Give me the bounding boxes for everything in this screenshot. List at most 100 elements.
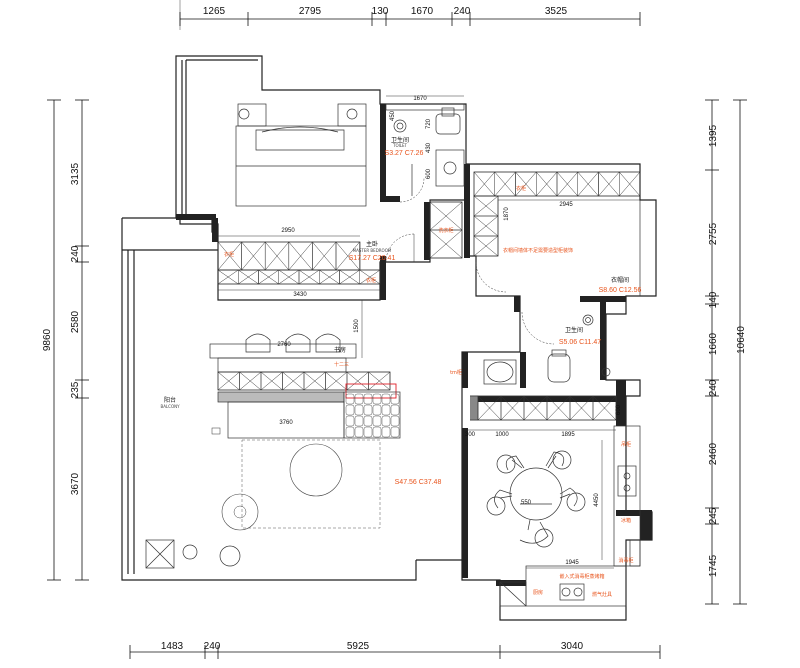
cabinet-cross <box>335 241 360 271</box>
dim-1000: 1000 <box>495 432 509 438</box>
right-total-dim: 10640 <box>736 326 747 354</box>
dim-4450: 4450 <box>594 493 600 507</box>
sink-label: 厨房 <box>533 589 543 596</box>
cabinet-cell <box>473 235 499 257</box>
dim-3760: 3760 <box>279 420 293 426</box>
right-dim-6: 2460 <box>708 442 719 465</box>
cabinet-cross <box>619 171 641 197</box>
right-dim-8: 1745 <box>708 554 719 577</box>
cabinet-cross <box>298 269 320 285</box>
cabinet-cross <box>429 201 463 231</box>
bath2-name: 卫生间 <box>565 326 583 334</box>
cabinet-cross <box>288 241 313 271</box>
sofa-cushion <box>390 393 400 405</box>
bottom-dimension-line <box>129 645 661 659</box>
left-dim-2: 240 <box>70 245 81 262</box>
cabinet-cross <box>346 371 369 391</box>
corridor-cab-note: 洗衣柜 <box>438 227 453 234</box>
top-dim-5: 240 <box>454 6 471 17</box>
right-dim-4: 1660 <box>708 332 719 355</box>
cabinet-cross <box>515 171 537 197</box>
dim-720: 720 <box>426 118 432 129</box>
cabinet-cross <box>312 241 337 271</box>
cabinet-cross <box>238 269 259 285</box>
sofa-cushion <box>363 393 373 405</box>
bath1-area: S3.27 C7.26 <box>385 150 424 157</box>
wardrobe-cross-marks <box>217 241 381 285</box>
kitchen-note-c: 消毒柜 <box>618 557 633 564</box>
master-tv-note: 衣柜 <box>366 277 376 284</box>
sofa-cushion <box>345 393 355 405</box>
master-door-swing <box>385 233 415 263</box>
top-dim-4: 1670 <box>411 6 434 17</box>
sofa-cushion <box>390 404 400 416</box>
bottom-dim-2: 240 <box>204 641 221 652</box>
cabinet-cross <box>577 171 599 197</box>
bath1-door-swing <box>399 177 425 203</box>
exterior-walls <box>121 55 657 621</box>
cabinet-cross <box>265 241 289 271</box>
cabinet-cross <box>473 235 499 257</box>
bath1-fixtures <box>385 103 465 196</box>
left-dimension-line <box>47 99 89 581</box>
right-dimension-line <box>705 99 747 605</box>
round-stool-inner <box>233 505 247 519</box>
cloak-name: 衣帽间 <box>611 276 629 284</box>
cabinet-cross <box>258 269 279 285</box>
cabinet-cross <box>278 269 300 285</box>
sofa-cushion <box>345 415 355 427</box>
dim-300: 300 <box>465 432 476 438</box>
dim-1945: 1945 <box>565 560 579 566</box>
bottom-dim-3: 5925 <box>347 641 370 652</box>
living-area: S47.56 C37.48 <box>395 479 442 486</box>
right-dim-3: 140 <box>708 291 719 308</box>
sofa-cushion <box>354 426 364 438</box>
dim-2760: 2760 <box>277 342 291 348</box>
sofa-cushion <box>381 393 391 405</box>
right-dim-2: 2755 <box>708 222 719 245</box>
sofa-cushion <box>381 404 391 416</box>
kitchen-note-a: 吊柜 <box>621 441 631 448</box>
sofa-cushion <box>363 415 373 427</box>
bath2-area: S5.06 C11.47 <box>559 339 601 346</box>
cabinet-cross <box>536 171 558 197</box>
stove-label: 燃气灶具 <box>592 591 612 598</box>
desk-cross-marks <box>217 371 391 391</box>
cabinet-cross <box>217 269 239 285</box>
cabinet-cell <box>359 269 381 285</box>
round-stool <box>221 493 259 531</box>
master-room-area: S17.27 C20.41 <box>349 255 396 262</box>
left-dim-5: 3670 <box>70 472 81 495</box>
left-dim-1: 3135 <box>70 162 81 185</box>
dim-450-a: 450 <box>390 110 396 121</box>
cloak-area: S8.60 C12.56 <box>599 287 642 294</box>
right-dim-5: 240 <box>708 379 719 396</box>
dim-430: 430 <box>426 142 432 153</box>
cabinet-cross <box>368 371 391 391</box>
sofa-cushion <box>354 415 364 427</box>
cloak-note: 衣帽间墙体不足需要造型柜装饰 <box>503 247 573 254</box>
balcony-fixtures <box>145 539 241 569</box>
cabinet-cross <box>217 371 240 391</box>
top-dim-6: 3525 <box>545 6 568 17</box>
sofa-cushion <box>372 426 382 438</box>
cabinet-cross <box>473 215 499 237</box>
master-bed <box>235 103 367 207</box>
living-rug <box>241 439 381 529</box>
cabinet-cross <box>359 269 381 285</box>
cabinet-cross <box>592 395 617 421</box>
cabinet-cross <box>319 269 340 285</box>
red-partition <box>345 383 397 399</box>
cabinet-cell <box>368 371 391 391</box>
top-dim-1: 1265 <box>203 6 226 17</box>
cabinet-cross <box>473 171 495 197</box>
sofa-cushion <box>363 404 373 416</box>
cabinet-cross <box>429 229 463 259</box>
dim-1870: 1870 <box>504 207 510 221</box>
dim-600-dining: 600 <box>616 404 622 415</box>
top-dimension-line <box>179 0 641 30</box>
sofa-cushion <box>345 426 355 438</box>
cabinet-cross <box>500 395 525 421</box>
cabinet-cross <box>239 371 262 391</box>
sofa-cushion <box>372 404 382 416</box>
